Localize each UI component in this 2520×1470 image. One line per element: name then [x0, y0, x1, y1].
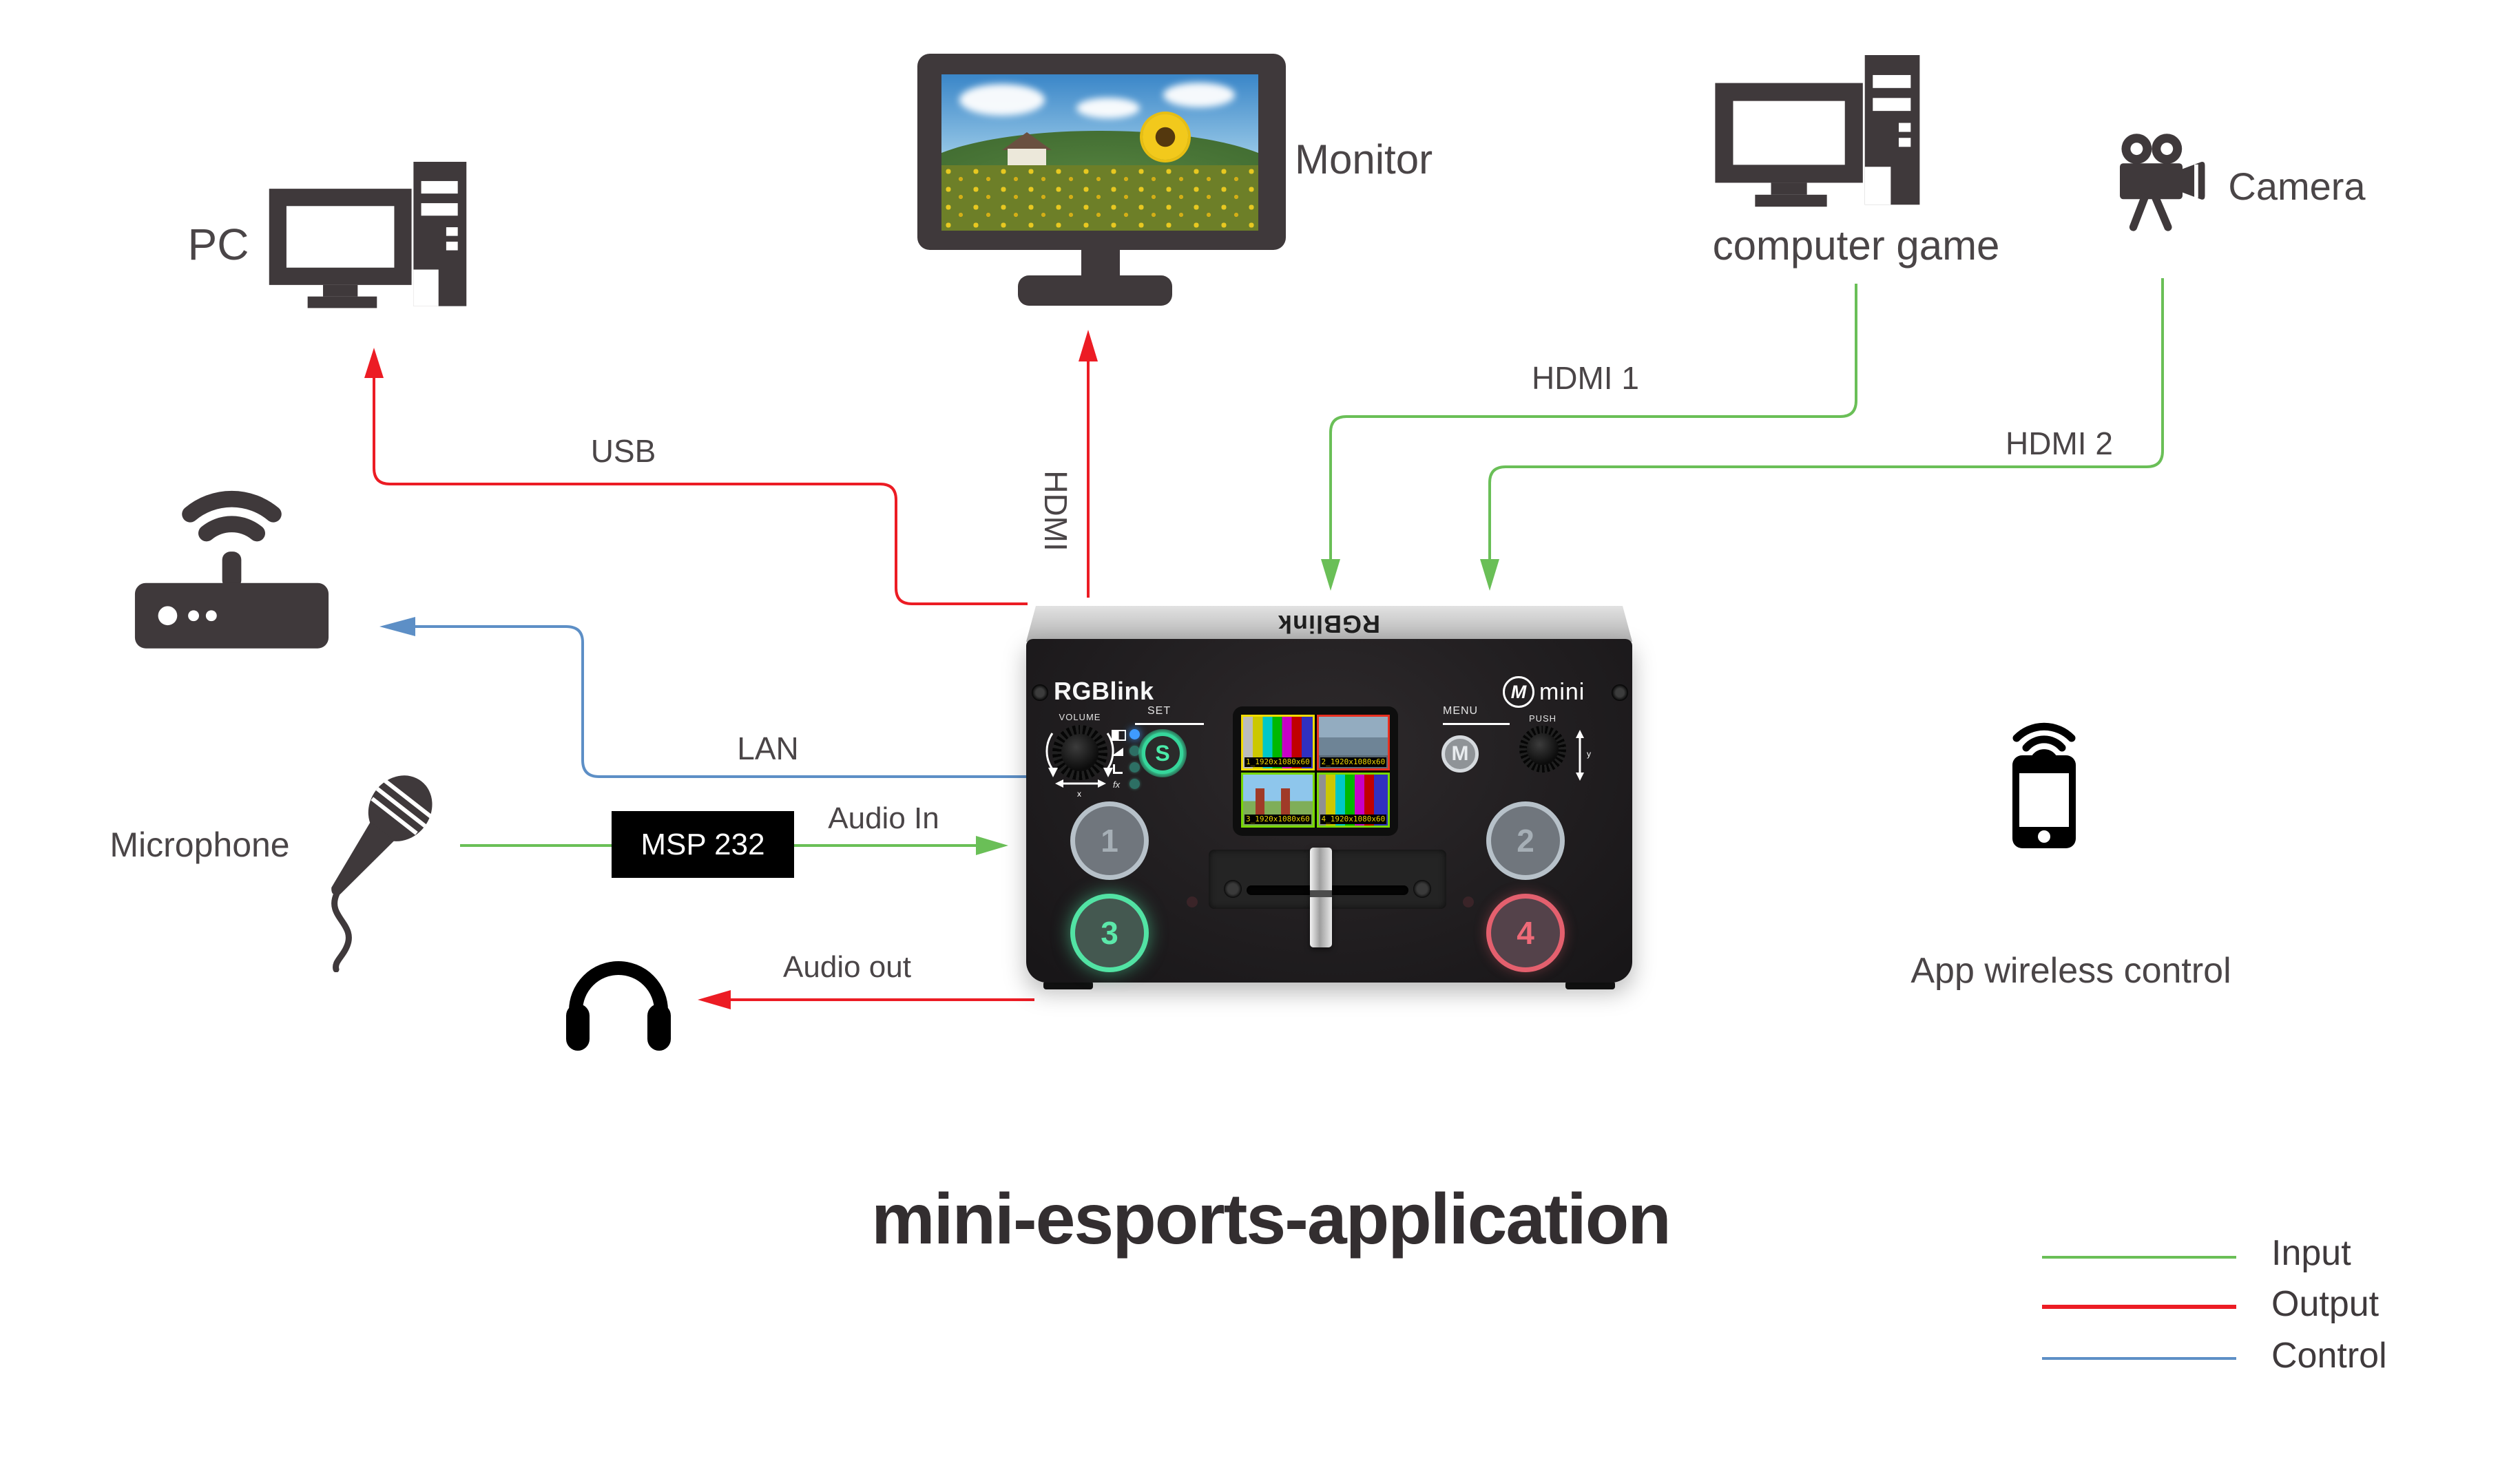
- hdmi2-connection-line: [1488, 278, 2164, 560]
- audio-out-label: Audio out: [783, 950, 911, 984]
- hdmi1-connection-line: [1329, 284, 1857, 560]
- app-wireless-control-label: App wireless control: [1910, 951, 2231, 991]
- menu-button[interactable]: M: [1441, 735, 1479, 773]
- computer-game-icon: [1715, 55, 1925, 211]
- hdmi2-label: HDMI 2: [2006, 426, 2113, 461]
- multiview-quadrant-3: 3_1920x1080x60: [1241, 772, 1315, 828]
- s-button[interactable]: S: [1138, 729, 1187, 777]
- legend-input-label: Input: [2271, 1233, 2351, 1273]
- lan-label: LAN: [737, 731, 799, 766]
- monitor-stand-neck: [1081, 249, 1120, 277]
- device-back-brand: RGBlink: [1278, 610, 1381, 638]
- microphone-icon: [313, 766, 458, 972]
- fx-mode-icon: fx: [1113, 779, 1121, 790]
- source-button-4[interactable]: 4: [1486, 894, 1565, 972]
- tbar-fader-handle[interactable]: [1310, 848, 1332, 947]
- display-mode-icon: [1112, 730, 1126, 741]
- panel-screw-left: [1032, 684, 1048, 701]
- pc-icon: [269, 162, 472, 312]
- source-button-3[interactable]: 3: [1070, 894, 1149, 972]
- source-button-2[interactable]: 2: [1486, 801, 1565, 880]
- hdmi1-arrowhead: [1321, 559, 1340, 591]
- legend-output-line: [2042, 1305, 2236, 1309]
- device-back-edge: RGBlink: [1026, 606, 1632, 642]
- legend-control-line: [2042, 1357, 2236, 1360]
- transition-led-right: [1463, 896, 1474, 907]
- menu-underline: [1443, 723, 1510, 725]
- monitor-stand-base: [1018, 275, 1172, 306]
- status-led-1: [1129, 729, 1140, 739]
- multiview-quadrant-2: 2_1920x1080x60: [1316, 715, 1390, 770]
- hdmi-out-label: HDMI: [1038, 470, 1074, 552]
- status-led-4: [1129, 779, 1140, 789]
- x-axis-arrow-icon: [1055, 779, 1106, 788]
- lan-arrowhead: [379, 617, 415, 636]
- headphones-icon: [563, 942, 674, 1056]
- panel-screw-right: [1612, 684, 1628, 701]
- camera-label: Camera: [2228, 165, 2366, 208]
- hdmi-out-arrowhead: [1079, 330, 1098, 361]
- set-underline: [1135, 723, 1204, 725]
- source-button-1[interactable]: 1: [1070, 801, 1149, 880]
- hdmi1-label: HDMI 1: [1532, 360, 1639, 396]
- volume-knob-arrows: [1045, 733, 1114, 777]
- volume-label: VOLUME: [1059, 712, 1101, 722]
- lan-connection-line: [415, 625, 1028, 778]
- multiview-quadrant-1: 1_1920x1080x60: [1241, 715, 1315, 770]
- menu-label: MENU: [1443, 705, 1479, 717]
- transition-led-left: [1187, 896, 1198, 907]
- hdmi2-arrowhead: [1480, 559, 1499, 591]
- usb-arrowhead: [364, 348, 384, 378]
- y-axis-arrow-icon: [1576, 730, 1584, 781]
- rgblink-mini-device: RGBlink RGBlink M mini VOLUME x: [1026, 606, 1632, 989]
- usb-connection-line: [373, 377, 1028, 605]
- m-logo-icon: M: [1503, 676, 1534, 708]
- computer-game-label: computer game: [1712, 222, 2000, 269]
- pc-label: PC: [187, 220, 249, 269]
- monitor-label: Monitor: [1295, 136, 1433, 182]
- usb-label: USB: [590, 433, 656, 469]
- push-label: PUSH: [1528, 713, 1557, 724]
- device-model-label: mini: [1539, 679, 1585, 705]
- msp232-box: MSP 232: [612, 811, 794, 878]
- status-led-3: [1129, 762, 1140, 773]
- msp232-label: MSP 232: [641, 827, 765, 861]
- audio-in-arrowhead: [976, 836, 1008, 855]
- camera-icon: [2120, 131, 2209, 245]
- tbar-screw-left: [1224, 880, 1242, 898]
- set-label: SET: [1147, 705, 1172, 717]
- audio-out-arrowhead: [698, 990, 731, 1009]
- y-axis-label: y: [1587, 749, 1591, 759]
- x-axis-label: x: [1077, 789, 1081, 799]
- multiview-screen: 1_1920x1080x60 2_1920x1080x60 3_1920x108…: [1233, 706, 1398, 836]
- push-knob[interactable]: [1519, 726, 1566, 773]
- device-brand-logo: RGBlink: [1054, 677, 1154, 705]
- wifi-router-icon: [129, 475, 334, 653]
- legend-output-label: Output: [2271, 1284, 2380, 1324]
- device-front-panel: RGBlink M mini VOLUME x: [1026, 639, 1632, 983]
- volume-knob[interactable]: [1052, 725, 1107, 780]
- diagram-title: mini-esports-application: [871, 1179, 1672, 1259]
- status-led-2: [1129, 746, 1140, 756]
- microphone-label: Microphone: [110, 826, 290, 864]
- audio-in-label: Audio In: [828, 801, 939, 835]
- layout-mode-icon: [1113, 764, 1123, 774]
- fade-mode-icon: [1112, 748, 1123, 756]
- legend-input-line: [2042, 1256, 2236, 1259]
- legend-control-label: Control: [2271, 1336, 2387, 1376]
- monitor-screen-image: [941, 74, 1258, 231]
- smartphone-wifi-icon: [2006, 702, 2083, 850]
- multiview-quadrant-4: 4_1920x1080x60: [1316, 772, 1390, 828]
- tbar-screw-right: [1413, 880, 1431, 898]
